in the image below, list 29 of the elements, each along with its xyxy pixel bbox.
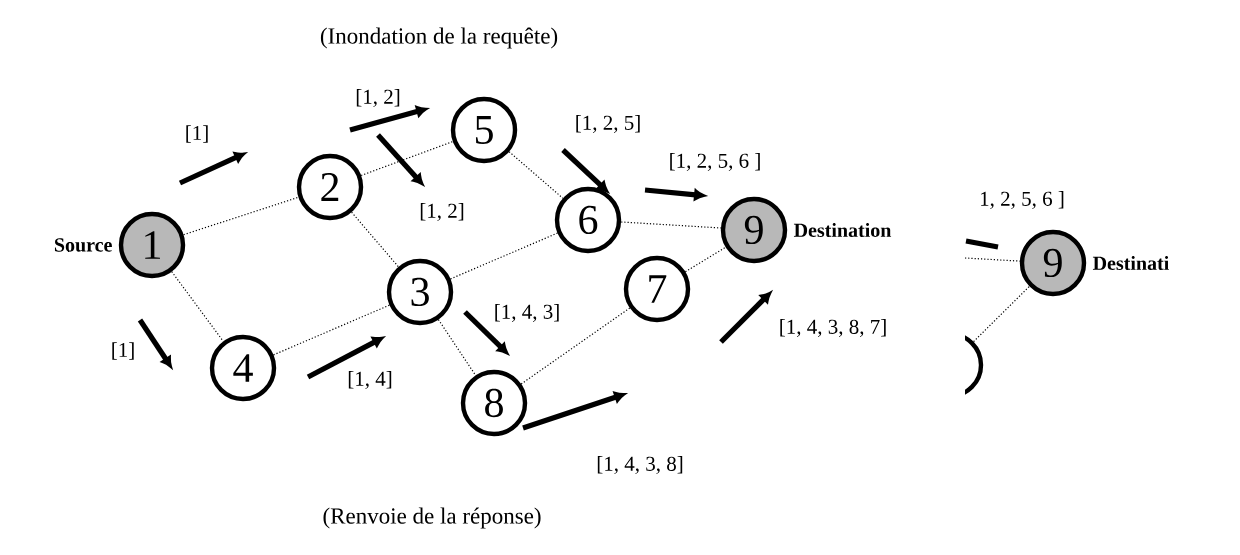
caption: (Renvoie de la réponse) (323, 507, 541, 529)
link-line (171, 271, 224, 342)
node-caption: Destination (793, 222, 892, 237)
path-label: [1] (186, 125, 208, 143)
link-line (351, 211, 399, 268)
path-label: [1, 2, 5] (576, 115, 640, 133)
path-label: [1, 2, 5, 6 ] (670, 153, 760, 171)
title: (Inondation de la requête) (320, 27, 558, 49)
link-line (183, 196, 300, 236)
path-label: [1, 2] (356, 89, 400, 107)
link-line (684, 246, 727, 273)
path-label: [1, 4, 3, 8, 7] (780, 319, 886, 337)
node-caption: Source (54, 238, 112, 252)
path-label: 1, 2, 5, 6 ] (981, 191, 1064, 209)
path-label: [1] (112, 342, 134, 360)
link-line (272, 304, 391, 356)
link-line (620, 221, 722, 229)
node-caption: Destinati (1092, 255, 1169, 270)
path-label: [1, 4] (348, 371, 392, 389)
link-line (449, 232, 559, 280)
link-line (360, 140, 454, 177)
link-line (965, 257, 1021, 262)
path-label: [1, 4, 3, 8] (597, 456, 683, 474)
path-label: [1, 2] (420, 203, 464, 221)
path-label: [1, 4, 3] (495, 304, 559, 322)
link-line (508, 151, 564, 199)
link-line (973, 285, 1030, 343)
link-line (520, 307, 631, 385)
link-line (437, 319, 477, 376)
